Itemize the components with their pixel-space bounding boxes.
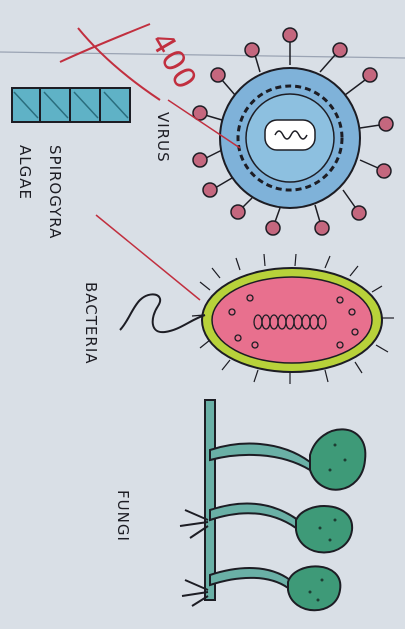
spirogyra-label: SPIROGYRA <box>46 145 64 239</box>
spirogyra-filament <box>12 88 130 122</box>
bacteria-label: BACTERIA <box>82 282 100 365</box>
fungi-label: FUNGI <box>114 490 132 542</box>
algae-label: ALGAE <box>16 145 34 200</box>
virus-label: VIRUS <box>154 112 172 163</box>
